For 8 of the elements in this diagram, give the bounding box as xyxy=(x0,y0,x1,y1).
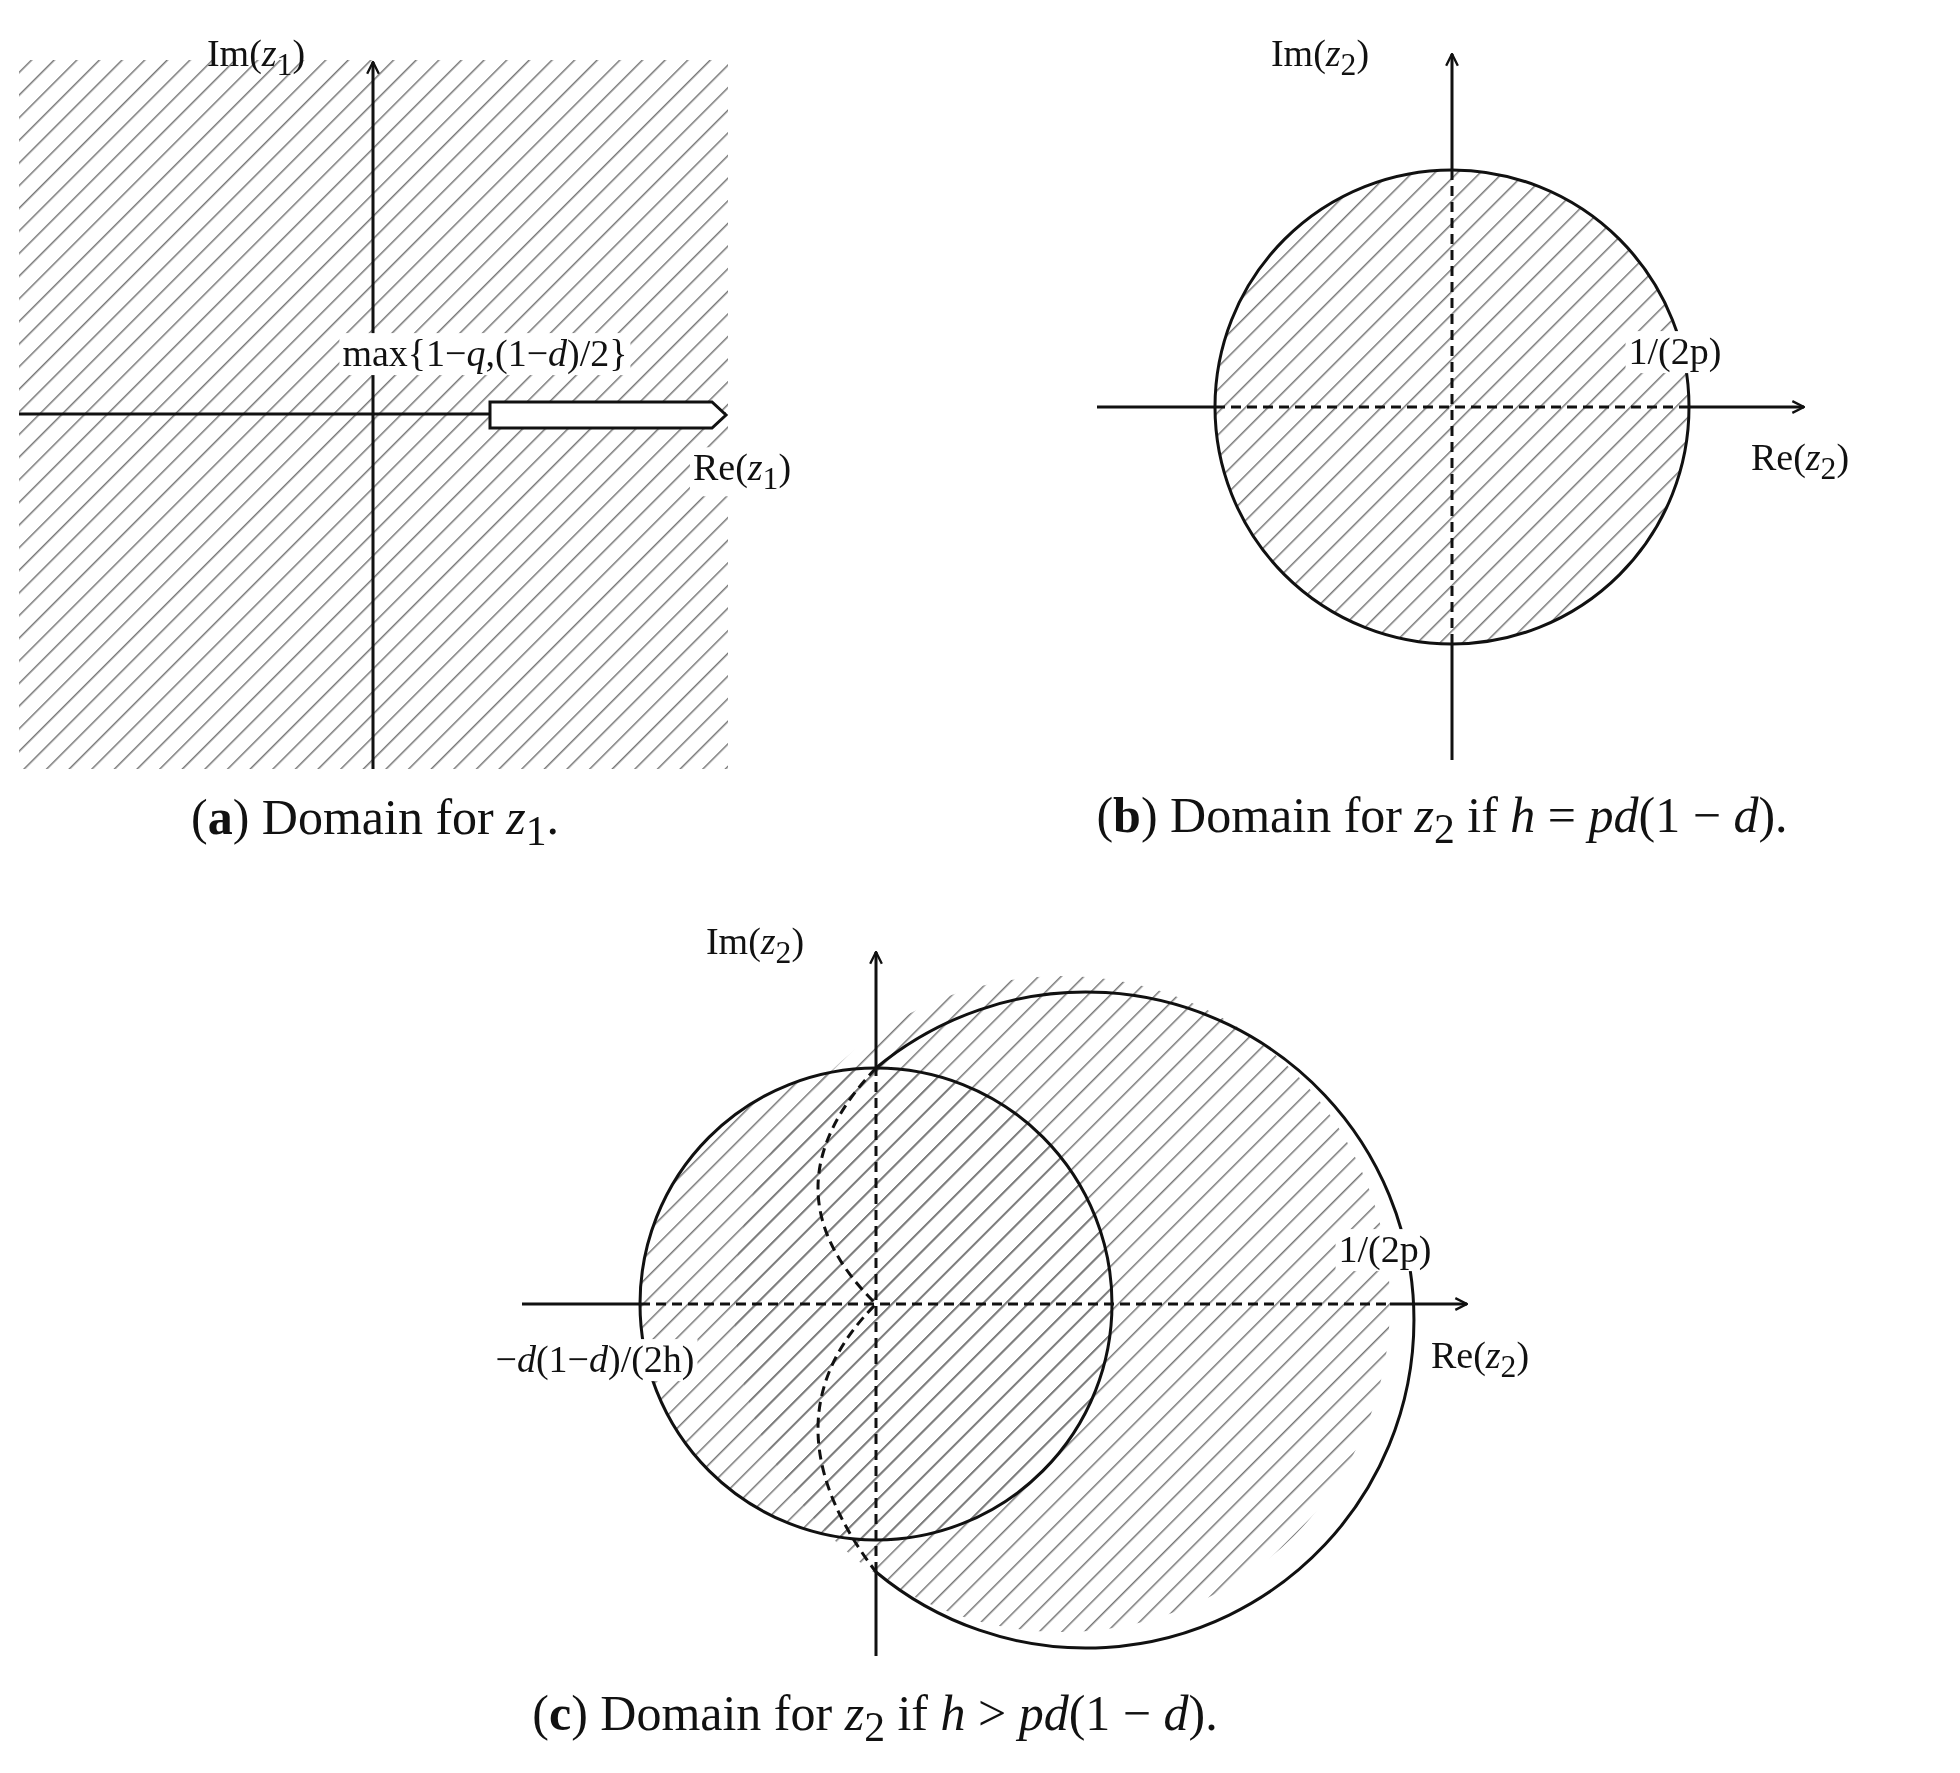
subcaption: (b) Domain for z$_{2}$ if h = pd(1 − d). xyxy=(1096,787,1788,853)
axis-label: Im(z$_{2}$) xyxy=(1270,33,1370,83)
axis-label: Im(z$_{2}$) xyxy=(705,921,805,971)
axis-label: Re(z$_{2}$) xyxy=(1750,437,1850,487)
axis-label: Im(z$_{1}$) xyxy=(206,33,306,83)
subcaption: (c) Domain for z$_{2}$ if h > pd(1 − d). xyxy=(532,1685,1218,1751)
subcaption: (a) Domain for z$_{1}$. xyxy=(191,789,559,855)
point-label: max{1−q,(1−d)/2} xyxy=(339,333,631,375)
